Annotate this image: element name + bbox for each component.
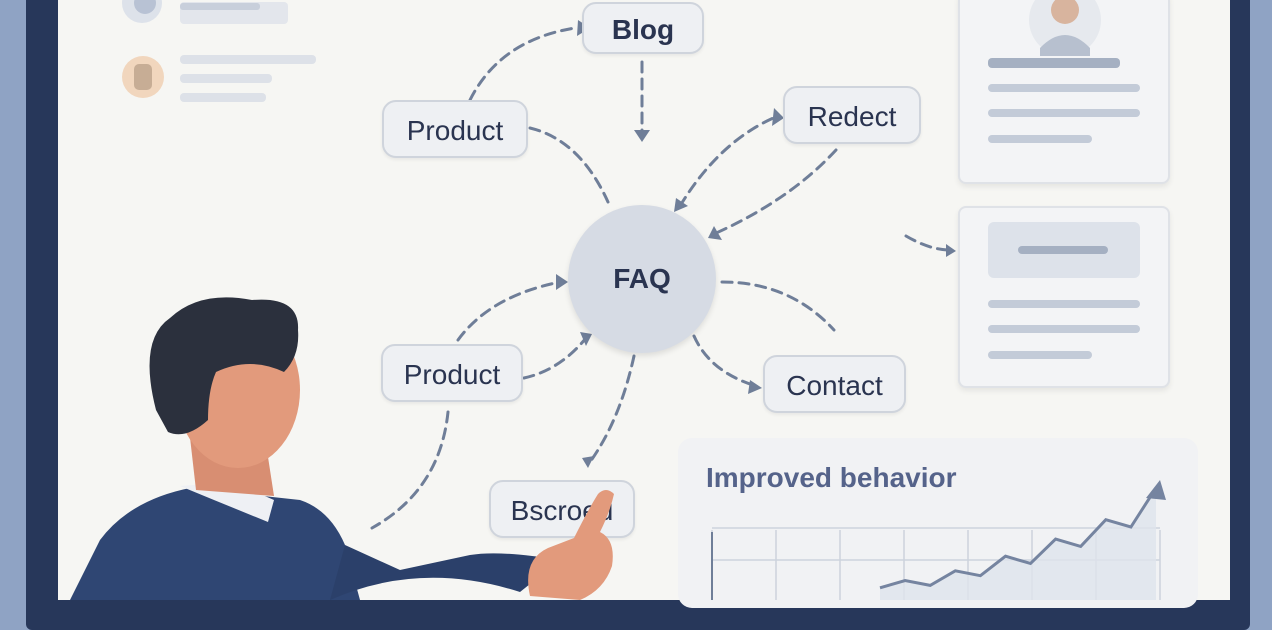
arrowhead <box>772 108 784 126</box>
placeholder-line <box>180 93 266 102</box>
node-product-top[interactable]: Product <box>382 100 528 158</box>
node-blog[interactable]: Blog <box>582 2 704 54</box>
chart-line <box>879 487 1158 590</box>
presenter-hair <box>149 297 299 435</box>
profile-line <box>988 84 1140 92</box>
arrow-faq-to-right <box>720 280 836 332</box>
chart-title: Improved behavior <box>706 462 957 493</box>
arrow-redect-to-faq <box>712 148 838 236</box>
node-product-bottom-label: Product <box>403 359 501 390</box>
faq-hub-label: FAQ <box>613 263 671 294</box>
arrowhead <box>580 332 592 346</box>
faq-hub-node[interactable]: FAQ <box>568 205 716 353</box>
arrow-faq-to-contact <box>692 334 758 388</box>
placeholder-line <box>180 3 260 10</box>
node-blog-label: Blog <box>611 14 675 45</box>
arrowhead <box>582 456 594 468</box>
arrow-product-to-faq-lower-2 <box>522 336 588 380</box>
arrowhead <box>556 274 568 290</box>
node-redect-label: Redect <box>807 101 897 132</box>
arrow-faq-to-bscroed <box>588 354 636 464</box>
content-card-header-line <box>1018 246 1108 254</box>
profile-line <box>988 58 1120 68</box>
arrowhead <box>946 244 956 257</box>
profile-avatar <box>1029 0 1101 56</box>
arrow-faq-to-redect <box>678 114 780 208</box>
presenter-suit <box>70 488 360 600</box>
node-contact[interactable]: Contact <box>763 355 906 413</box>
arrowhead <box>748 380 762 394</box>
avatar-placeholder-2 <box>122 56 164 98</box>
chart-arrowhead <box>1146 480 1166 500</box>
arrow-product-to-faq <box>528 126 610 204</box>
decorative-layer <box>122 0 956 530</box>
placeholder-line <box>180 74 272 83</box>
profile-line <box>988 109 1140 117</box>
node-product-bottom[interactable]: Product <box>381 344 523 402</box>
content-line <box>988 351 1092 359</box>
node-product-top-label: Product <box>406 115 504 146</box>
chart-area <box>880 488 1156 600</box>
trend-chart <box>711 480 1166 600</box>
content-line <box>988 325 1140 333</box>
arrowhead <box>708 226 722 240</box>
placeholder-line <box>180 55 316 64</box>
node-redect[interactable]: Redect <box>783 86 921 144</box>
presenter-figure <box>70 297 614 600</box>
arrow-product-to-faq-lower <box>456 280 562 342</box>
content-card <box>958 206 1170 388</box>
content-line <box>988 300 1140 308</box>
avatar-placeholder-1 <box>122 0 162 23</box>
node-contact-label: Contact <box>786 370 883 401</box>
arrowhead <box>634 130 650 142</box>
profile-card <box>958 0 1170 184</box>
arrow-dashed-left <box>370 410 450 530</box>
presenter-hand <box>528 490 614 600</box>
profile-line <box>988 135 1092 143</box>
presenter-arm <box>330 545 560 600</box>
arrowhead <box>674 198 688 212</box>
node-bscroed[interactable]: Bscroed <box>489 480 635 538</box>
